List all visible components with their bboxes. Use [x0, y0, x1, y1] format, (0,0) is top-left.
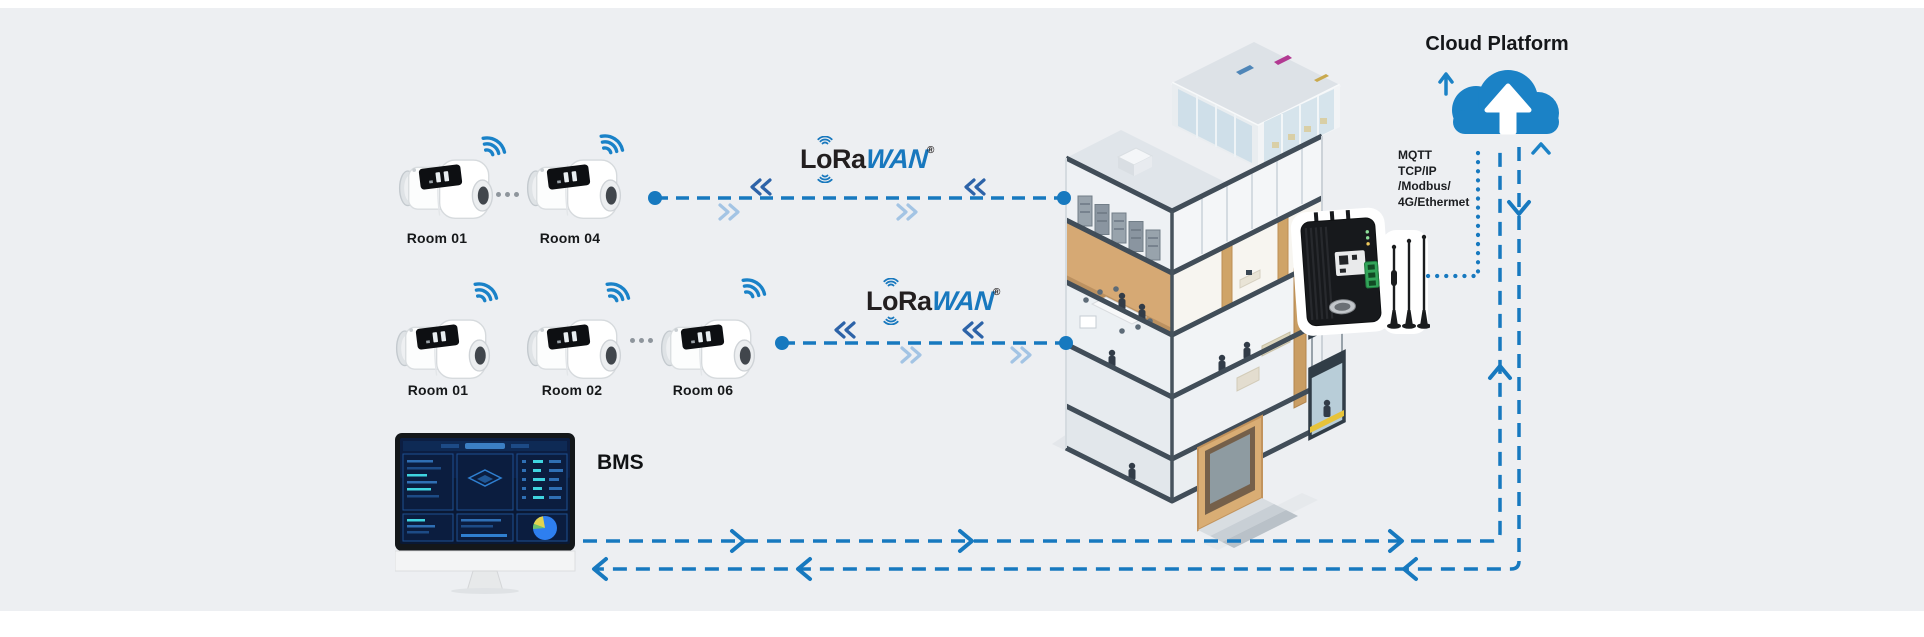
room-label: Room 01: [407, 382, 469, 398]
bms-monitor: [395, 433, 576, 594]
protocol-list: MQTT TCP/IP /Modbus/ 4G/Ethermet: [1398, 148, 1528, 210]
top-margin: [0, 0, 1924, 8]
lora-arcs-bottom-icon: [817, 174, 833, 183]
ellipsis-icon: [630, 338, 653, 343]
bms-label: BMS: [597, 451, 644, 474]
lorawan-logo: LoRaWAN®: [866, 278, 1000, 330]
room-label: Room 04: [539, 230, 601, 246]
thermostat-valve-device: [395, 319, 491, 379]
cloud-upload-icon: [1452, 70, 1559, 135]
registered-mark: ®: [927, 145, 934, 156]
gateway-antennas: [1387, 234, 1430, 329]
lora-wordmark: LoRa: [800, 144, 866, 174]
room-label: Room 01: [406, 230, 468, 246]
lorawan-logo: LoRaWAN®: [800, 136, 934, 188]
lorawan-gateway-image: [1290, 207, 1430, 336]
protocol-item: TCP/IP: [1398, 163, 1437, 178]
wan-wordmark: WAN: [864, 144, 929, 174]
wan-wordmark: WAN: [930, 286, 995, 316]
protocol-item: 4G/Ethermet: [1398, 194, 1470, 209]
room-label: Room 06: [672, 382, 734, 398]
cloud-platform-title: Cloud Platform: [1425, 33, 1569, 55]
thermostat-valve-device: [526, 319, 622, 379]
lora-wordmark: LoRa: [866, 286, 932, 316]
room-label: Room 02: [541, 382, 603, 398]
bottom-margin: [0, 611, 1924, 637]
protocol-item: /Modbus/: [1398, 179, 1451, 193]
bms-pie-chart: [532, 516, 557, 540]
registered-mark: ®: [993, 287, 1000, 298]
protocol-item: MQTT: [1398, 148, 1432, 162]
bms-dashboard-panels: [402, 453, 568, 542]
thermostat-valve-device: [660, 319, 756, 379]
lora-arcs-bottom-icon: [883, 316, 899, 325]
ellipsis-icon: [496, 192, 519, 197]
